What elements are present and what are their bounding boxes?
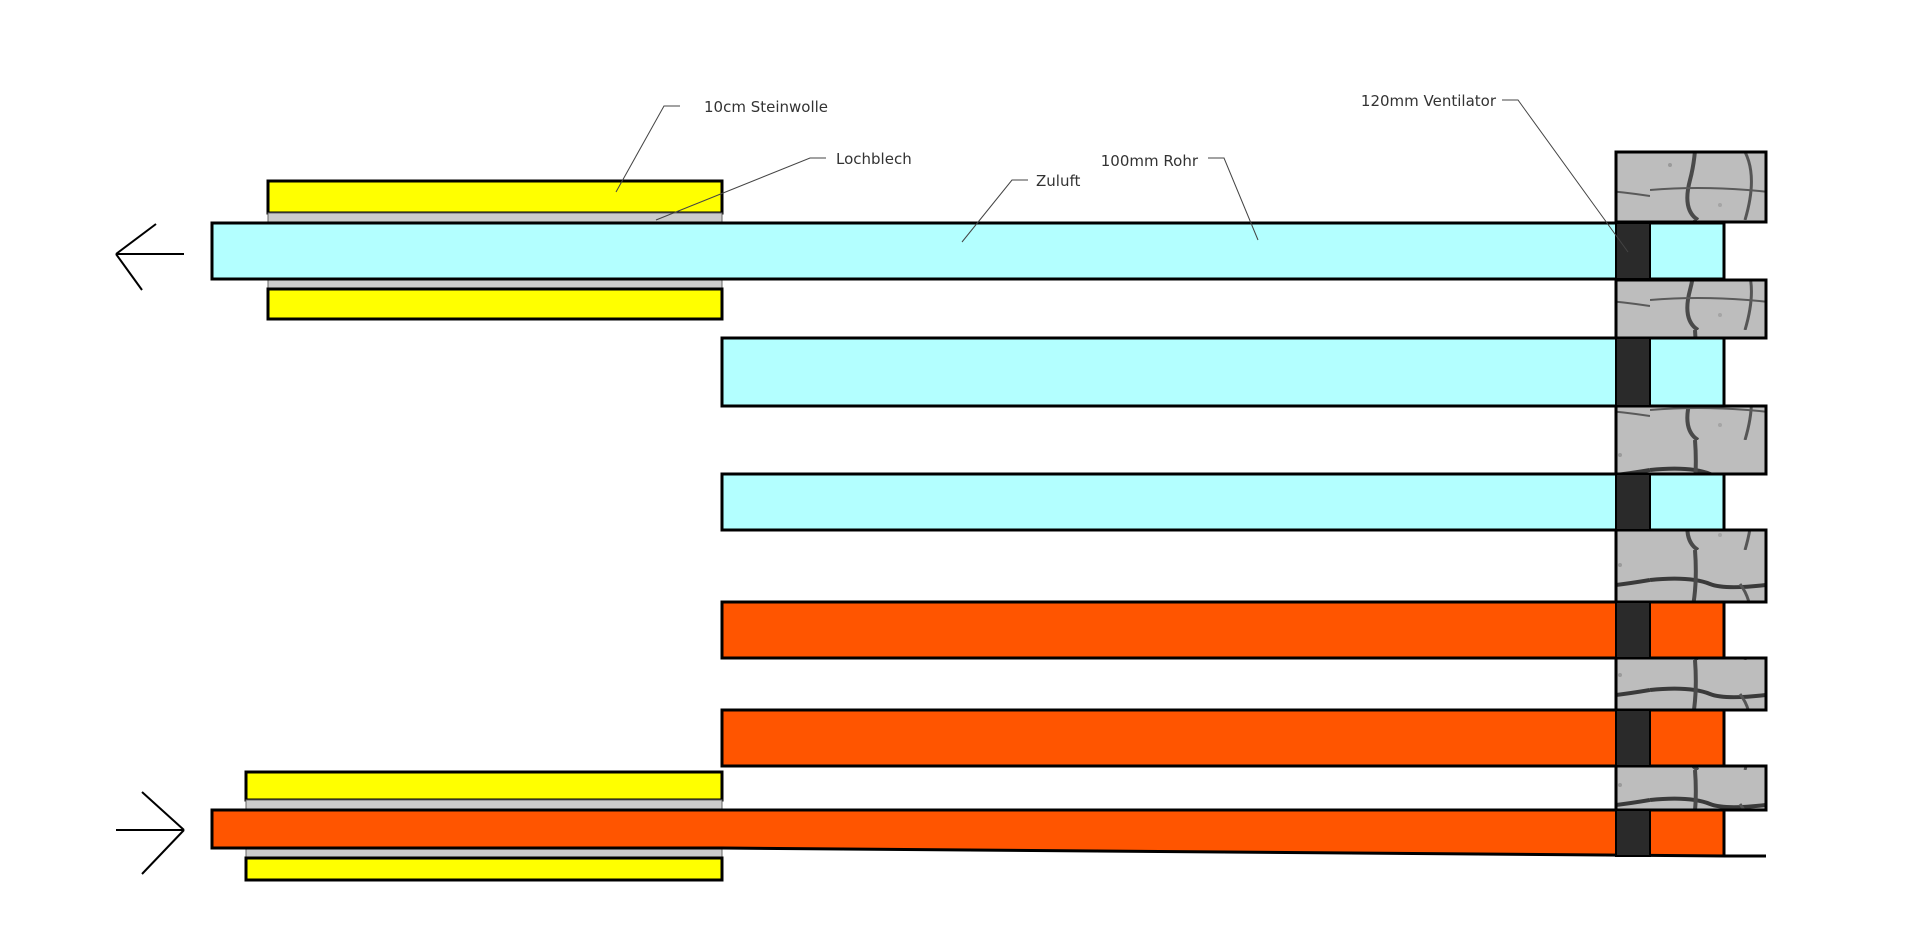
insulation-top-lower — [266, 287, 724, 321]
arrow-left-icon — [115, 223, 184, 291]
supply-pipes — [210, 221, 1726, 532]
insulation-bottom-lower — [244, 856, 724, 882]
arrow-right-icon — [116, 791, 185, 875]
top-insulation-assembly — [266, 179, 724, 321]
leader-sheet — [655, 157, 826, 221]
leader-insulation — [615, 105, 680, 193]
fan-unit — [1615, 473, 1651, 531]
exhaust-pipe-1 — [720, 600, 1726, 660]
stone-block — [1614, 404, 1768, 476]
stone-block — [1614, 528, 1768, 604]
supply-pipe-3 — [720, 472, 1726, 532]
fan-unit — [1615, 809, 1651, 857]
stone-block — [1614, 150, 1768, 224]
label-perforated-sheet: Lochblech — [836, 150, 912, 168]
leader-fan — [1502, 99, 1629, 253]
stone-block — [1614, 278, 1768, 340]
stone-block — [1614, 656, 1768, 712]
label-insulation: 10cm Steinwolle — [704, 98, 828, 116]
leader-lines — [615, 99, 1629, 253]
label-supply-air: Zuluft — [1036, 172, 1080, 190]
exhaust-pipe-main — [210, 808, 1726, 858]
supply-pipe-2 — [720, 336, 1726, 408]
insulation-bottom-upper — [244, 770, 724, 802]
label-fan: 120mm Ventilator — [1361, 92, 1497, 110]
label-pipe: 100mm Rohr — [1101, 152, 1199, 170]
exhaust-pipe-2 — [720, 708, 1726, 768]
leader-supply — [961, 179, 1028, 243]
fan-unit — [1615, 337, 1651, 407]
fan-unit — [1615, 222, 1651, 280]
supply-pipe-main — [210, 221, 1726, 281]
exhaust-pipes — [210, 600, 1766, 858]
bottom-insulation-assembly — [244, 770, 724, 882]
stone-block — [1614, 764, 1768, 812]
insulation-top-upper — [266, 179, 724, 215]
fans — [1615, 222, 1651, 857]
fan-unit — [1615, 601, 1651, 659]
leader-pipe — [1208, 157, 1259, 241]
fan-unit — [1615, 709, 1651, 767]
